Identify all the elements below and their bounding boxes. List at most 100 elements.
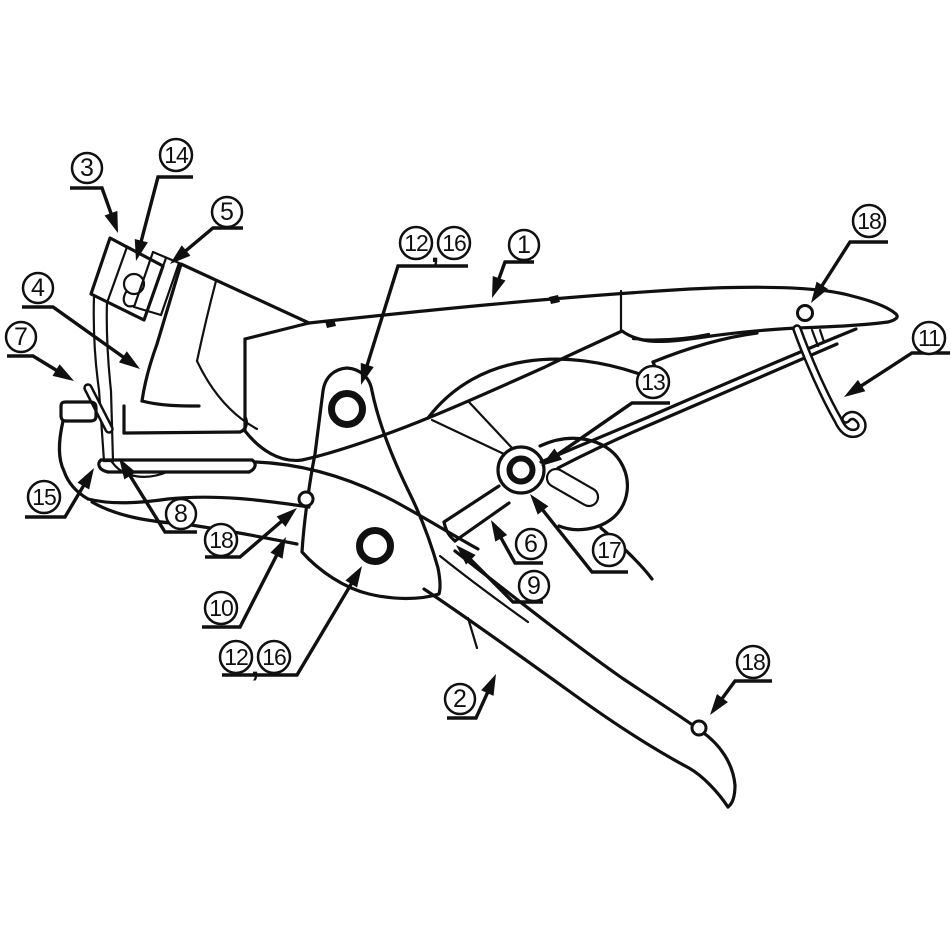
handle-tick-mark-2 [549, 295, 560, 304]
head-body-crease [195, 279, 218, 363]
callout-comma: , [251, 650, 259, 683]
callout-leader [447, 684, 493, 720]
blade-back-upper-line [651, 331, 759, 364]
lower-handle-tang-line [438, 554, 530, 624]
blade-edge-diagonal-1 [539, 327, 858, 464]
callout-arrowhead [844, 379, 866, 397]
blade-edge-diagonal-2 [556, 342, 839, 470]
callout-comma: , [431, 236, 439, 269]
callout-arrowhead [345, 566, 362, 588]
callout-bubble [851, 203, 887, 239]
callout-bubble [443, 682, 477, 716]
callout-number: 14 [164, 142, 189, 168]
callout-arrowhead [104, 210, 118, 233]
callout-arrowhead [492, 275, 506, 298]
plate-spoke-2 [466, 399, 514, 450]
callout-arrowhead [119, 458, 136, 480]
callout-bubble [635, 364, 671, 400]
callout-number: 17 [597, 537, 621, 563]
callout-arrowhead [710, 694, 728, 715]
callout-number: 18 [857, 208, 881, 234]
blade-strip-left-edge [92, 294, 106, 463]
callout-number: 3 [80, 154, 94, 182]
upper-handle-lower-boundary [243, 329, 624, 463]
callout-bubble [203, 590, 239, 626]
head-body-top-edge [179, 262, 311, 325]
latch-hook-wire-fill [794, 326, 865, 436]
rod-sweep-line [254, 460, 480, 551]
callout-leader [123, 467, 197, 534]
upper-handle-rivet-hole [796, 304, 814, 322]
link-strap-end-cap [442, 520, 457, 543]
head-body-arc [195, 359, 259, 431]
callout-number: 13 [641, 369, 665, 395]
head-base-right-join [238, 415, 248, 434]
callout-leader [816, 240, 888, 294]
callout-6: 6 [491, 520, 548, 565]
lower-handle-divider [466, 616, 479, 650]
callout-7: 7 [4, 320, 74, 381]
callout-leader [205, 514, 290, 559]
callout-bubble [256, 639, 292, 675]
lower-handle-bottom-edge [422, 587, 730, 809]
callout-number: 12 [404, 230, 428, 256]
callout-18-handle-top: 18 [811, 203, 888, 303]
hook-mount-stub-1 [810, 328, 820, 348]
blade-back-arc [426, 357, 664, 420]
spring-clip-curl [122, 290, 135, 308]
callout-leader [536, 502, 628, 574]
pivot-boss-circle [496, 445, 546, 495]
callout-number: 5 [220, 198, 234, 226]
callout-17: 17 [530, 494, 628, 574]
callout-arrowhead [456, 545, 476, 565]
callout-number: 4 [31, 274, 45, 302]
anvil-plate-left-cap [97, 458, 110, 474]
pivot-bolt-ring [506, 455, 536, 485]
callout-arrowhead [360, 362, 374, 385]
callout-leader [495, 529, 543, 565]
blade-sliver-line [631, 332, 711, 341]
callout-5: 5 [170, 195, 244, 264]
callout-leader [137, 175, 193, 250]
callout-bubble [911, 320, 947, 356]
callout-13: 13 [541, 364, 671, 466]
blade-strip-right-edge [105, 299, 115, 463]
callout-8: 8 [119, 458, 198, 534]
callout-leader [178, 226, 243, 258]
upper-handle-top-edge [243, 285, 899, 341]
callout-12-16-upper: 12 16, [360, 225, 472, 385]
anvil-fillet-curve [110, 460, 169, 478]
callout-leader [362, 264, 468, 375]
callout-bubble [436, 225, 472, 261]
washer-band-3 [159, 261, 181, 317]
callout-bubble [164, 497, 198, 531]
callout-number: 18 [209, 527, 233, 553]
lower-handle-rivet-hole [690, 719, 708, 737]
callout-arrowhead [118, 351, 140, 369]
callout-bubble [591, 532, 627, 568]
callout-arrowhead [530, 494, 549, 515]
callout-9: 9 [456, 545, 551, 604]
callout-number: 9 [527, 572, 541, 600]
callout-leader [70, 186, 116, 223]
callout-number: 7 [14, 323, 28, 351]
callout-arrowhead [811, 281, 829, 303]
callout-2: 2 [443, 674, 496, 720]
callout-arrowhead [270, 537, 286, 559]
washer-band-2 [145, 256, 168, 313]
callout-leader [222, 575, 358, 677]
handle-tick-mark-1 [325, 319, 336, 328]
callout-number: 15 [32, 484, 56, 510]
upper-handle-bottom-edge [620, 320, 890, 344]
callout-number: 16 [442, 230, 466, 256]
callout-leader [549, 401, 670, 461]
callout-number: 8 [174, 500, 188, 528]
anvil-plate-right-cap [247, 458, 257, 474]
callout-leader [22, 305, 132, 364]
hook-mount-stub-2 [818, 328, 826, 344]
plate-edge-rivet-hole [297, 490, 315, 508]
callout-bubble [158, 137, 194, 173]
center-screw-head [122, 272, 146, 296]
